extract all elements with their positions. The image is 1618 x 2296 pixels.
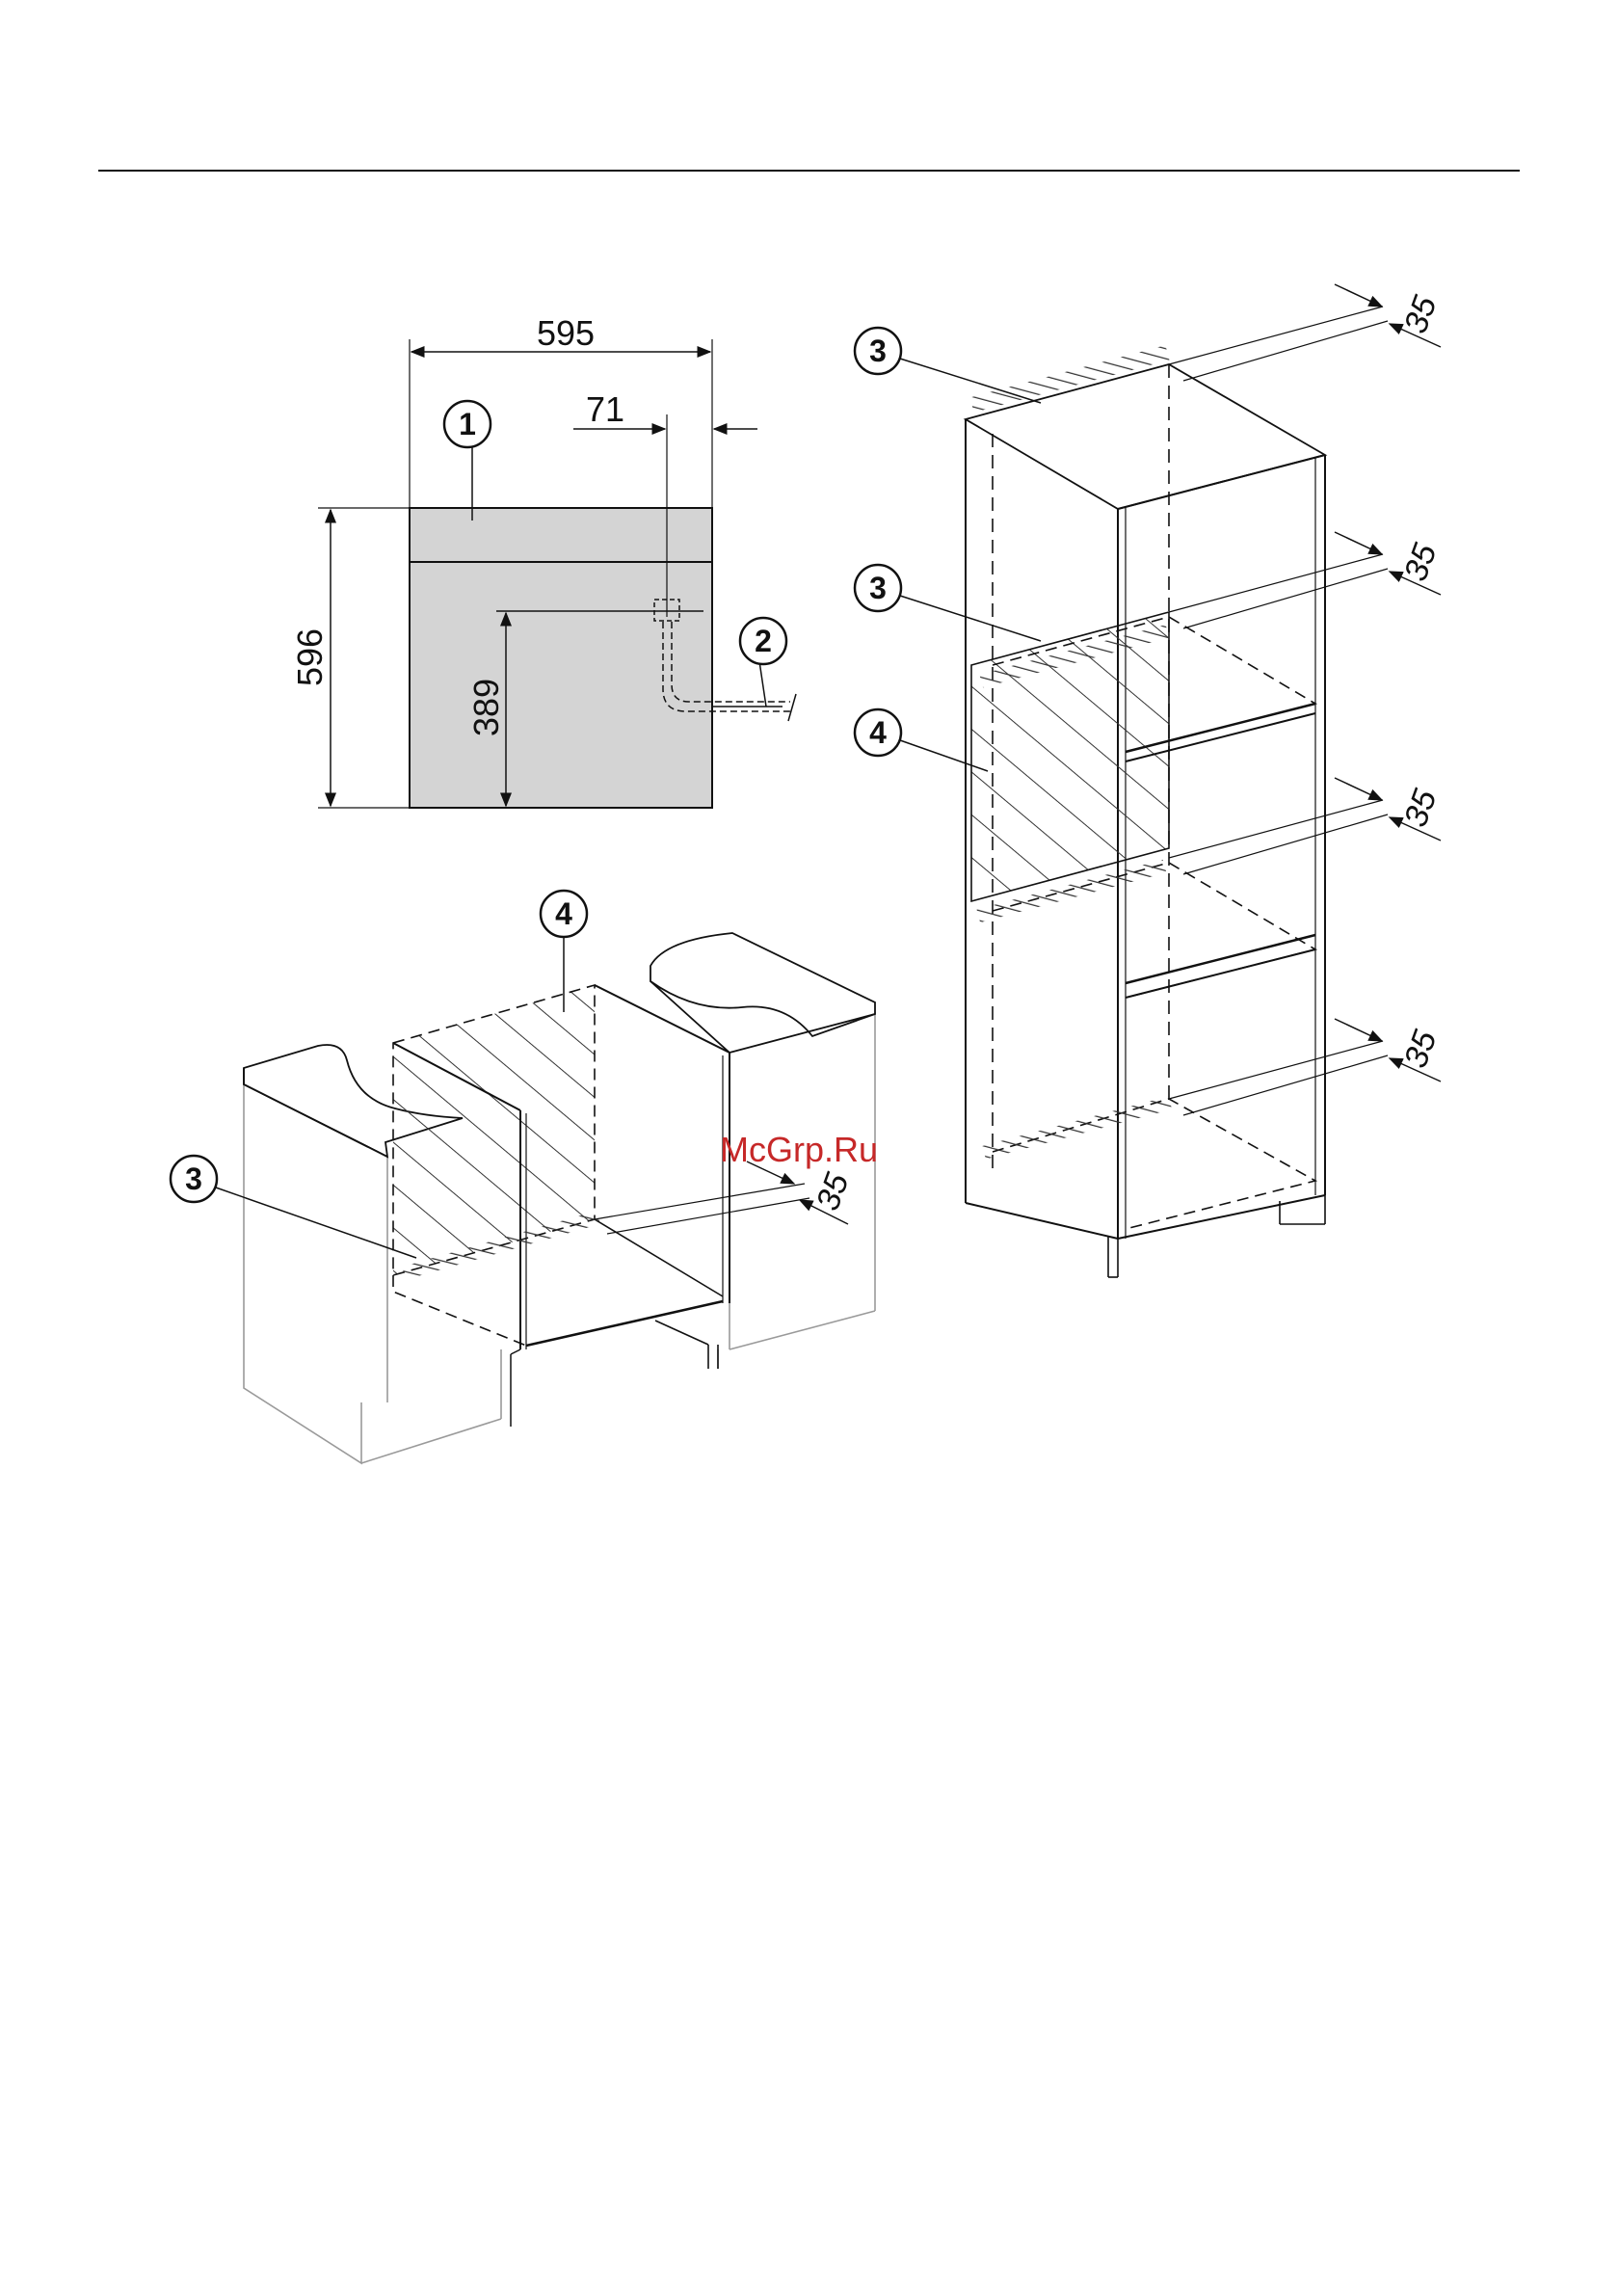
callout-leader (900, 596, 1041, 641)
svg-text:1: 1 (459, 407, 476, 441)
callout-leader (759, 661, 766, 707)
callout-ventilation-middle: 3 (855, 565, 901, 611)
callout-appliance: 1 (444, 401, 491, 447)
worktop-right (650, 933, 875, 1036)
vent-strip-top (970, 345, 1170, 413)
connection-height-value: 389 (466, 679, 506, 736)
watermark: McGrp.Ru (720, 1130, 878, 1169)
svg-text:3: 3 (869, 571, 887, 605)
svg-text:3: 3 (185, 1161, 202, 1196)
width-value: 595 (537, 313, 595, 353)
callout-leader (900, 359, 1041, 403)
cable-break-mark (788, 694, 796, 721)
height-value: 596 (290, 628, 330, 686)
callout-connection: 2 (740, 618, 786, 664)
svg-text:3: 3 (869, 334, 887, 368)
callout-leader (216, 1188, 416, 1258)
callout-ventilation-base: 3 (171, 1156, 217, 1202)
svg-text:4: 4 (869, 715, 887, 750)
callout-rear-panel-tall: 4 (855, 709, 901, 756)
offset-value: 71 (586, 389, 624, 429)
gap-ext-line (595, 1184, 805, 1219)
tall-cabinet (966, 307, 1388, 1277)
callout-rear-panel-base: 4 (541, 891, 587, 937)
svg-text:2: 2 (755, 624, 772, 658)
gap-ext-line (607, 1198, 809, 1234)
svg-text:4: 4 (555, 896, 572, 931)
gap-dim-base: 35 (747, 1161, 856, 1224)
vent-strip-bottom (982, 1096, 1172, 1159)
callout-ventilation-top: 3 (855, 328, 901, 374)
front-view: 595 596 71 389 1 2 (290, 313, 796, 808)
